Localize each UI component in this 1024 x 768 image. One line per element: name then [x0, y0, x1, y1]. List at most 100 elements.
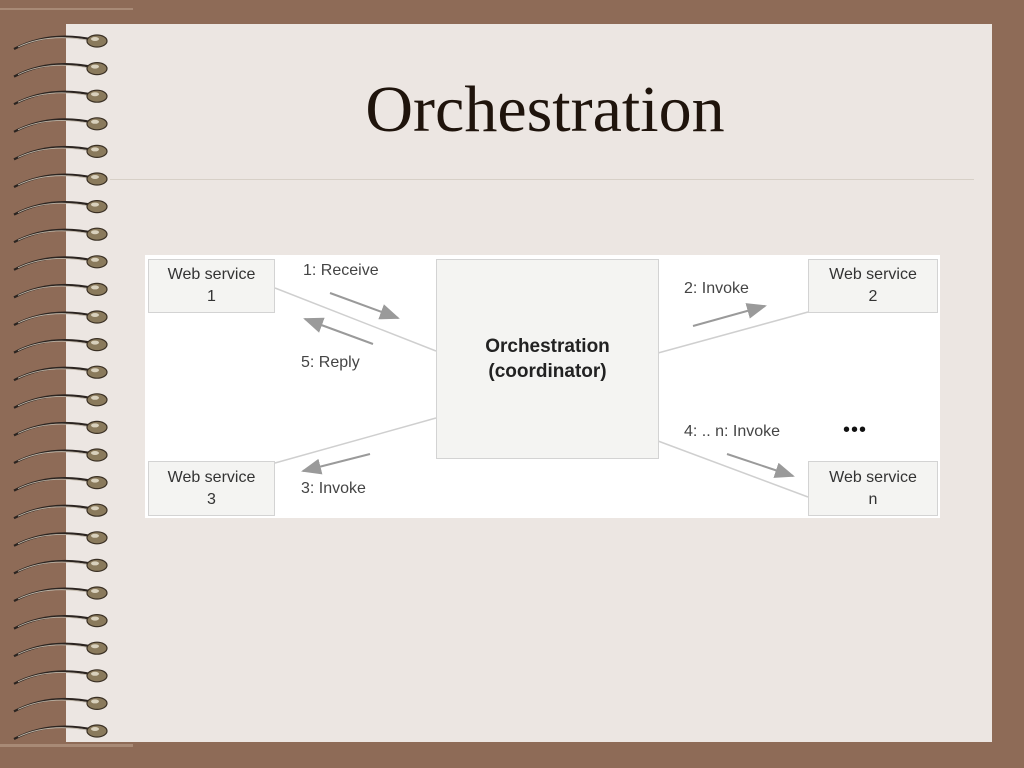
binding-hole-shine — [91, 699, 99, 704]
binding-hole — [86, 476, 108, 490]
binding-hole-shine — [91, 561, 99, 566]
binding-hole-shine — [91, 589, 99, 593]
binding-wire-highlight — [17, 64, 93, 76]
binding-wire-highlight — [17, 644, 93, 655]
step-reply-label: 5: Reply — [301, 354, 360, 371]
binding-hole-shine — [91, 423, 99, 428]
link-ws2 — [657, 311, 809, 354]
binding-hole — [86, 696, 108, 711]
arrow-invoke3 — [301, 453, 371, 475]
binding-hole — [86, 724, 108, 738]
binding-wire — [13, 90, 96, 106]
binding-wire-highlight — [17, 37, 93, 48]
step-invoke3-label: 3: Invoke — [301, 480, 366, 497]
binding-hole-shine — [91, 313, 99, 317]
binding-hole-shine — [91, 533, 99, 538]
binding-wire — [13, 725, 96, 740]
binding-wire — [13, 256, 96, 271]
binding-hole — [86, 117, 108, 131]
arrow-invoken — [726, 453, 795, 478]
binding-hole — [86, 669, 108, 683]
slide-title: Orchestration — [365, 73, 725, 146]
binding-hole-shine — [91, 285, 99, 290]
binding-hole-shine — [91, 37, 99, 41]
web-service-2-box: Web service 2 — [808, 259, 938, 313]
binding-wire — [13, 394, 96, 409]
binding-wire-highlight — [17, 561, 93, 572]
binding-hole-shine — [91, 644, 99, 649]
binding-wire — [13, 670, 96, 685]
binding-hole — [86, 144, 108, 158]
web-service-3-box: Web service 3 — [148, 461, 275, 516]
binding-wire-highlight — [17, 313, 93, 324]
binding-wire — [13, 145, 96, 161]
binding-wire-highlight — [17, 147, 93, 158]
binding-hole-shine — [91, 92, 99, 97]
web-service-n-name: Web service — [829, 468, 917, 486]
binding-wire-highlight — [17, 506, 93, 517]
binding-wire-highlight — [17, 120, 93, 131]
binding-hole — [86, 89, 108, 103]
binding-wire-highlight — [17, 589, 93, 600]
binding-wire — [13, 228, 96, 244]
web-service-n-number: n — [868, 490, 878, 508]
web-service-3-name: Web service — [167, 468, 256, 486]
web-service-1-number: 1 — [207, 288, 216, 305]
binding-wire-highlight — [17, 92, 93, 103]
binding-hole — [86, 531, 108, 545]
binding-wire — [13, 642, 96, 658]
binding-wire-highlight — [17, 451, 93, 462]
binding-wire — [13, 697, 96, 713]
binding-hole-shine — [91, 119, 99, 124]
binding-wire — [13, 339, 96, 354]
binding-wire — [13, 559, 96, 575]
binding-hole-shine — [91, 147, 99, 152]
step-invoke2-label: 2: Invoke — [684, 280, 749, 297]
binding-wire-highlight — [17, 258, 93, 269]
binding-hole — [86, 503, 108, 517]
binding-wire — [13, 477, 96, 492]
binding-wire — [13, 421, 96, 437]
binding-hole-shine — [91, 616, 99, 621]
binding-hole — [86, 172, 108, 186]
binding-wire — [13, 173, 96, 188]
binding-hole — [86, 310, 108, 324]
more-services-ellipsis: ••• — [843, 419, 868, 441]
binding-hole — [86, 448, 108, 462]
coordinator-subtitle: (coordinator) — [488, 361, 607, 382]
binding-hole — [86, 613, 108, 628]
binding-wire-highlight — [17, 727, 93, 738]
binding-hole-shine — [91, 478, 99, 483]
binding-wire-highlight — [17, 672, 93, 683]
binding-hole — [86, 227, 108, 241]
binding-wire — [13, 63, 96, 78]
binding-hole — [86, 282, 108, 296]
binding-wire — [13, 504, 96, 520]
binding-hole-shine — [91, 368, 99, 373]
binding-wire — [13, 532, 96, 547]
binding-wire-highlight — [17, 230, 93, 241]
binding-wire-highlight — [17, 616, 93, 628]
orchestration-diagram: Web service 1 Web service 2 Web service … — [145, 255, 940, 518]
binding-hole — [86, 558, 108, 573]
web-service-1-name: Web service — [167, 266, 256, 283]
binding-wire-highlight — [17, 478, 93, 490]
web-service-3-number: 3 — [207, 490, 216, 508]
binding-wire-highlight — [17, 699, 93, 710]
binding-wire — [13, 449, 96, 464]
step-invoken-label: 4: .. n: Invoke — [684, 423, 781, 440]
binding-hole-shine — [91, 175, 99, 179]
coordinator-box: Orchestration (coordinator) — [436, 259, 659, 459]
binding-hole-shine — [91, 727, 99, 731]
binding-wire — [13, 587, 96, 602]
binding-hole — [86, 61, 108, 76]
binding-hole-shine — [91, 671, 99, 676]
web-service-2-number: 2 — [868, 288, 878, 305]
binding-wire-highlight — [17, 423, 93, 434]
binding-wire — [13, 201, 96, 216]
spiral-binding — [0, 8, 133, 747]
binding-hole-shine — [91, 395, 99, 400]
arrow-invoke2 — [692, 303, 767, 327]
binding-hole-shine — [91, 64, 99, 69]
binding-wire-highlight — [17, 534, 93, 545]
